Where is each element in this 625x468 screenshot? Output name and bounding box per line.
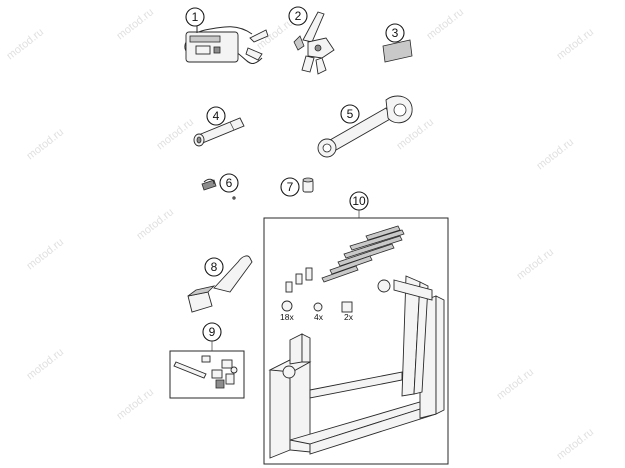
callout-5-label: 5 — [347, 107, 354, 121]
watermark-text: motod.ru — [114, 6, 156, 42]
callout-4 — [206, 106, 226, 126]
callout-1 — [185, 7, 205, 27]
callout-3-label: 3 — [392, 26, 399, 40]
watermark-text: motod.ru — [534, 136, 576, 172]
watermark-text: motod.ru — [554, 26, 596, 62]
part-10-frame — [268, 275, 445, 459]
quantity-label: 2x — [344, 312, 354, 322]
callout-8-label: 8 — [211, 260, 218, 274]
quantity-label: 18x — [280, 312, 294, 322]
callout-5 — [340, 104, 360, 124]
part-10-hardware — [281, 225, 405, 313]
callout-2-label: 2 — [295, 9, 302, 23]
watermark-text: motod.ru — [134, 206, 176, 242]
watermark-text: motod.ru — [24, 346, 66, 382]
watermark-text: motod.ru — [114, 386, 156, 422]
part-5-wrench — [317, 95, 413, 158]
callout-4-label: 4 — [213, 109, 220, 123]
part-6-clip — [201, 178, 236, 200]
part-3-label — [382, 39, 413, 63]
callout-7 — [280, 177, 300, 197]
quantity-label: 4x — [314, 312, 324, 322]
watermark-text: motod.ru — [154, 116, 196, 152]
callout-2 — [288, 6, 308, 26]
watermark-text: motod.ru — [424, 6, 466, 42]
watermark-text: motod.ru — [554, 426, 596, 462]
part-1-battery-charger — [184, 26, 269, 64]
callout-6 — [219, 173, 239, 193]
callout-1-label: 1 — [192, 10, 199, 24]
callout-7-label: 7 — [287, 180, 294, 194]
part-2-clamp-tool — [293, 11, 335, 75]
part-10-box — [263, 217, 449, 465]
watermark-text: motod.ru — [24, 236, 66, 272]
part-9-kit — [169, 350, 245, 399]
callout-6-label: 6 — [226, 176, 233, 190]
watermark-text: motod.ru — [514, 246, 556, 282]
watermark-text: motod.ru — [4, 26, 46, 62]
callout-3 — [385, 23, 405, 43]
callout-8 — [204, 257, 224, 277]
callout-9-label: 9 — [209, 325, 216, 339]
part-4-pin — [193, 117, 245, 147]
watermark-text: motod.ru — [24, 126, 66, 162]
callout-10-label: 10 — [352, 194, 366, 208]
part-7-sleeve — [302, 177, 314, 193]
part-8-adapter — [187, 255, 253, 313]
watermark-text: motod.ru — [494, 366, 536, 402]
